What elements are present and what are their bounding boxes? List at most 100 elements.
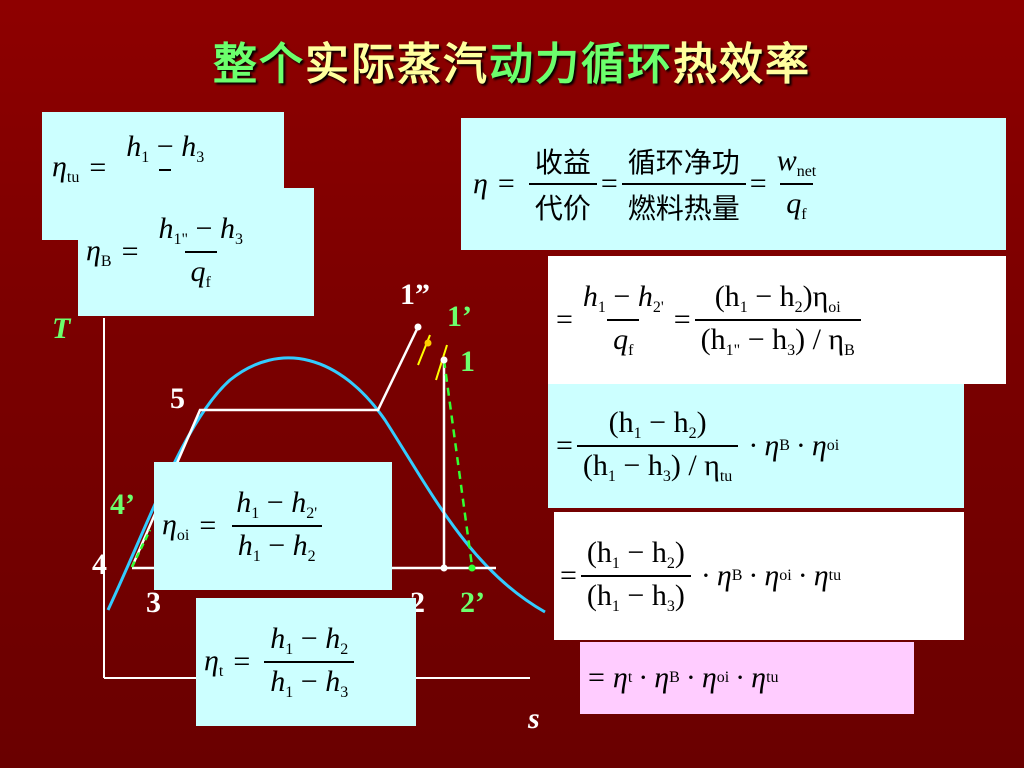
main-equals-1: = (497, 167, 515, 200)
label-4: 4 (92, 548, 107, 581)
eta-t-den-h1: h (270, 665, 286, 698)
eta-tu-equals: = (89, 151, 107, 184)
pump-line (130, 529, 152, 568)
gain-text: 收益 (534, 146, 591, 179)
step1-equals-2: = (673, 303, 691, 336)
step1-h1-sub: 1 (597, 299, 606, 316)
title-part-3: 动力循环 (489, 39, 673, 90)
final-eta-oi-sub: oi (716, 669, 730, 686)
eta-tu-symbol: η (52, 149, 67, 183)
step1-b-den-sub2: 3 (787, 342, 796, 359)
step2-num-open: (h (608, 406, 634, 439)
step3-dot-3: · (797, 559, 808, 592)
eta-oi-fraction: h1 − h2' h1 − h2 (230, 486, 323, 566)
step3-eta-oi-sub: oi (779, 567, 792, 584)
eta-t-fraction: h1 − h2 h1 − h3 (264, 622, 355, 702)
throttle-1p-1 (435, 344, 448, 381)
eta-b-symbol: η (86, 233, 101, 267)
step2-eta-oi-sub: oi (826, 437, 840, 454)
step3-eta-tu: η (813, 559, 829, 592)
main-eta: η (473, 167, 488, 200)
label-1: 1 (460, 345, 475, 378)
step1-fraction-b: (h1 − h2)ηoi (h1" − h3) / ηB (694, 280, 861, 360)
net-work-text: 循环净功 (627, 146, 740, 179)
step2-eta-b-sub: B (779, 437, 790, 454)
label-2p: 2’ (460, 586, 485, 619)
step2-dot-2: · (795, 429, 806, 462)
eta-b-h3: h (219, 212, 235, 245)
eta-oi-den-h2: h (292, 529, 308, 562)
actual-expansion-line (442, 359, 474, 567)
eta-t-den-h3: h (325, 665, 341, 698)
step1-h2p: h (637, 280, 653, 313)
eta-b-qf-sub: f (205, 274, 211, 291)
eta-tu-h1: h (126, 129, 142, 163)
eta-t-equals: = (233, 645, 251, 678)
step1-h2p-sub: 2' (652, 299, 664, 316)
final-dot-1: · (638, 661, 649, 694)
step3-eta-tu-sub: tu (828, 567, 842, 584)
eta-b-sub: B (100, 252, 112, 270)
eta-oi-equals: = (199, 509, 217, 542)
eta-oi-minus: − (266, 486, 284, 519)
eta-oi-den-h1: h (237, 529, 253, 562)
eta-b-qf: q (190, 255, 206, 288)
eta-tu-h1-sub: 1 (141, 148, 150, 166)
step3-num-end: ) (674, 536, 685, 569)
point-2 (440, 564, 448, 572)
label-1pp: 1” (400, 278, 430, 311)
s-axis-label: s (528, 702, 540, 735)
throttle-1pp-1p (417, 334, 431, 366)
step1-b-num-sub3: oi (828, 299, 841, 316)
cost-text: 代价 (528, 183, 597, 227)
eta-oi-h1-sub: 1 (251, 505, 260, 522)
final-eta-t-sub: t (627, 669, 633, 686)
step2-eta-oi: η (811, 429, 827, 462)
point-1 (440, 356, 448, 364)
step2-den-sub2: 3 (662, 468, 671, 485)
step1-h1: h (582, 280, 598, 313)
step1-b-den-mid: − h (747, 323, 788, 356)
eta-oi-h2p: h (291, 486, 307, 519)
step2-den-sub3: tu (719, 468, 733, 485)
step3-den-end: ) (674, 579, 685, 612)
label-4p: 4’ (110, 488, 135, 521)
eta-t-h2: h (325, 622, 341, 655)
step2-den-end: ) / η (670, 449, 720, 482)
final-eta-oi: η (701, 661, 717, 694)
step1-qf: q (613, 323, 629, 356)
main-equals-2: = (600, 167, 618, 200)
eta-t-den-h3-sub: 3 (340, 684, 349, 701)
step3-num-sub2: 2 (666, 555, 675, 572)
step3-fraction: (h1 − h2) (h1 − h3) (580, 536, 691, 616)
step1-b-num-end: )η (802, 280, 829, 313)
eta-oi-den-h1-sub: 1 (252, 548, 261, 565)
wnet-sub: net (796, 163, 817, 180)
final-equals: = (588, 661, 605, 694)
fuel-heat-text: 燃料热量 (621, 183, 746, 227)
eta-tu-h3: h (181, 129, 197, 163)
eta-oi-formula: ηoi = h1 − h2' h1 − h2 (154, 462, 392, 590)
fraction-gain-over-cost: 收益 代价 (528, 141, 597, 227)
eta-t-symbol: η (204, 643, 219, 677)
page-title: 整个实际蒸汽动力循环热效率 (0, 28, 1024, 92)
step2-den-mid: − h (623, 449, 663, 482)
final-eta-b: η (654, 661, 670, 694)
step3-eta-oi: η (764, 559, 780, 592)
eta-oi-symbol: η (162, 507, 177, 541)
final-dot-2: · (685, 661, 696, 694)
eta-t-minus: − (300, 622, 318, 655)
step2-num-sub2: 2 (688, 425, 697, 442)
eta-t-sub: t (218, 662, 224, 680)
step1-b-num-sub1: 1 (739, 299, 748, 316)
final-eta-t: η (612, 661, 628, 694)
step3-den-open: (h (586, 579, 612, 612)
main-equals-3: = (749, 167, 767, 200)
step2-den-sub1: 1 (607, 468, 616, 485)
eta-b-h1pp-sub: 1" (173, 231, 189, 248)
step2-num-end: ) (696, 406, 707, 439)
step1-fraction-a: h1 − h2' qf (577, 280, 670, 360)
